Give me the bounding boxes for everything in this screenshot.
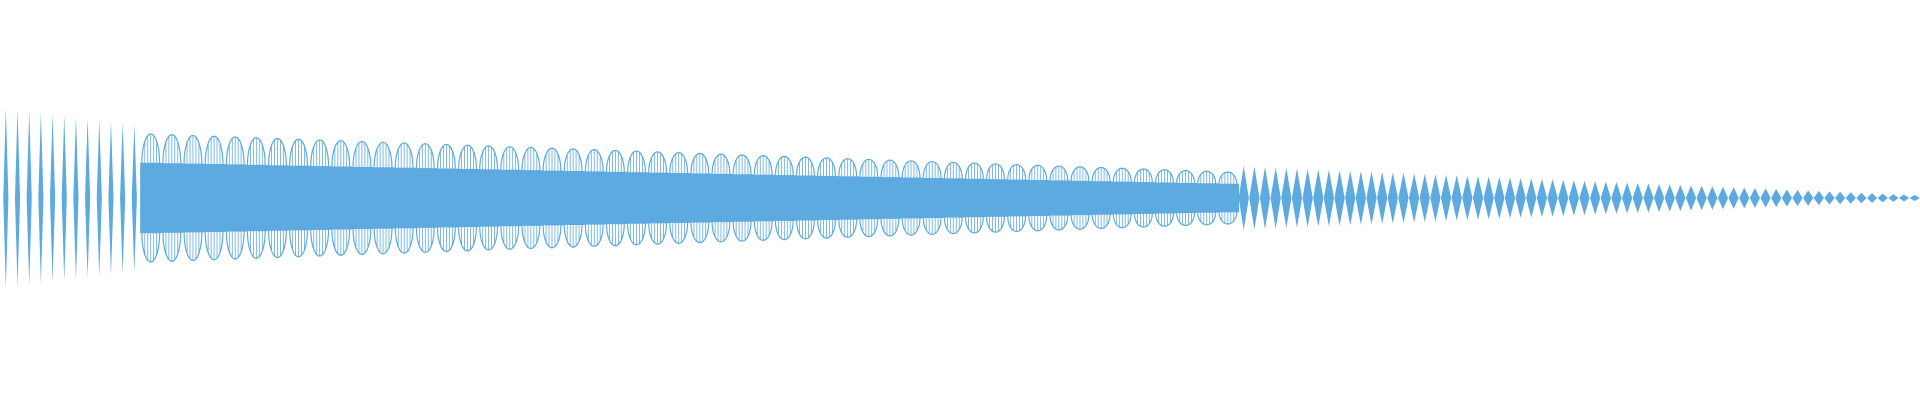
waveform-layer <box>3 108 1920 288</box>
waveform-pulse <box>1377 171 1388 225</box>
waveform-pulse <box>1270 167 1281 229</box>
waveform-pulse <box>1760 188 1771 208</box>
waveform-pulse <box>1813 190 1824 206</box>
waveform-pulse <box>1558 179 1569 217</box>
waveform-pulse <box>1590 181 1601 215</box>
waveform-pulse <box>1334 170 1345 226</box>
waveform-pulse <box>1483 176 1494 220</box>
waveform-pulse <box>1781 189 1792 207</box>
waveform-pulse <box>1536 178 1548 218</box>
waveform-pulse <box>85 118 91 278</box>
waveform-pulse <box>1366 171 1377 225</box>
waveform-pulse <box>1323 169 1335 227</box>
waveform-pulse <box>1664 184 1675 212</box>
waveform-pulse <box>1845 192 1856 204</box>
waveform-pulse <box>1877 193 1888 203</box>
waveform-pulse <box>1472 176 1484 220</box>
waveform-pulse <box>1675 184 1686 212</box>
waveform-pulse <box>131 124 137 272</box>
waveform-pulse <box>1313 169 1324 227</box>
waveform-pulse <box>1835 191 1846 205</box>
waveform-pulse <box>1717 186 1729 210</box>
waveform-pulse <box>1387 172 1398 224</box>
waveform-pulse <box>1526 178 1537 218</box>
waveform-pulse <box>1504 177 1516 219</box>
waveform-pulse <box>1430 174 1441 222</box>
waveform-pulse <box>1888 194 1899 202</box>
waveform-pulse <box>1622 182 1633 214</box>
waveform-pulse <box>73 116 79 280</box>
waveform-pulse <box>1462 175 1473 221</box>
waveform-pulse <box>1643 183 1654 213</box>
waveform-pulse <box>1345 170 1356 226</box>
waveform-pulse <box>1632 183 1643 213</box>
waveform-pulse <box>1685 185 1697 211</box>
waveform-pulse <box>1281 167 1292 229</box>
waveform-pulse <box>1302 168 1313 228</box>
waveform-pulse <box>1792 189 1803 207</box>
waveform-pulse <box>61 115 67 281</box>
waveform-section-decay <box>1238 166 1920 230</box>
waveform-pulse <box>1259 166 1271 230</box>
waveform-pulse <box>1409 173 1420 223</box>
waveform-pulse <box>1909 195 1920 201</box>
waveform-pulse <box>1440 174 1452 222</box>
waveform-pulse <box>1515 177 1526 219</box>
waveform-pulse <box>1653 183 1665 213</box>
waveform-pulse <box>1739 187 1750 209</box>
waveform-pulse <box>1547 179 1558 217</box>
waveform-pulse <box>1898 194 1910 202</box>
waveform-pulse <box>1824 191 1835 205</box>
waveform-section-body <box>140 133 1239 263</box>
waveform-pulse <box>120 122 126 274</box>
waveform-pulse <box>1238 166 1249 230</box>
waveform-pulse <box>1707 186 1718 210</box>
waveform-pulse <box>1494 177 1505 219</box>
waveform-pulse <box>49 113 56 283</box>
waveform-pulse <box>3 108 9 288</box>
waveform-pulse <box>1771 189 1782 207</box>
waveform-pulse <box>1696 185 1707 211</box>
waveform-pulse <box>1355 171 1366 225</box>
waveform-pulse <box>1856 192 1867 204</box>
waveform-pulse <box>1600 181 1611 215</box>
waveform-pulse <box>1291 168 1303 228</box>
waveform-pulse <box>1579 180 1590 216</box>
waveform-pulse <box>1451 175 1462 221</box>
waveform-pulse <box>1803 190 1814 206</box>
waveform-pulse <box>38 112 44 284</box>
waveform-section-attack <box>3 108 137 288</box>
waveform-pulse <box>96 119 102 277</box>
waveform-pulse <box>1866 193 1878 203</box>
waveform-pulse <box>1568 180 1579 216</box>
waveform-pulse <box>1249 166 1260 230</box>
waveform-pulse <box>1419 173 1430 223</box>
waveform-pulse <box>1611 182 1622 214</box>
waveform-pulse <box>1749 188 1761 208</box>
waveform-pulse <box>1398 172 1409 224</box>
waveform-pulse <box>14 109 21 287</box>
waveform-pulse <box>26 110 32 286</box>
waveform-pulse <box>108 121 114 275</box>
waveform-pulse <box>1728 187 1739 209</box>
